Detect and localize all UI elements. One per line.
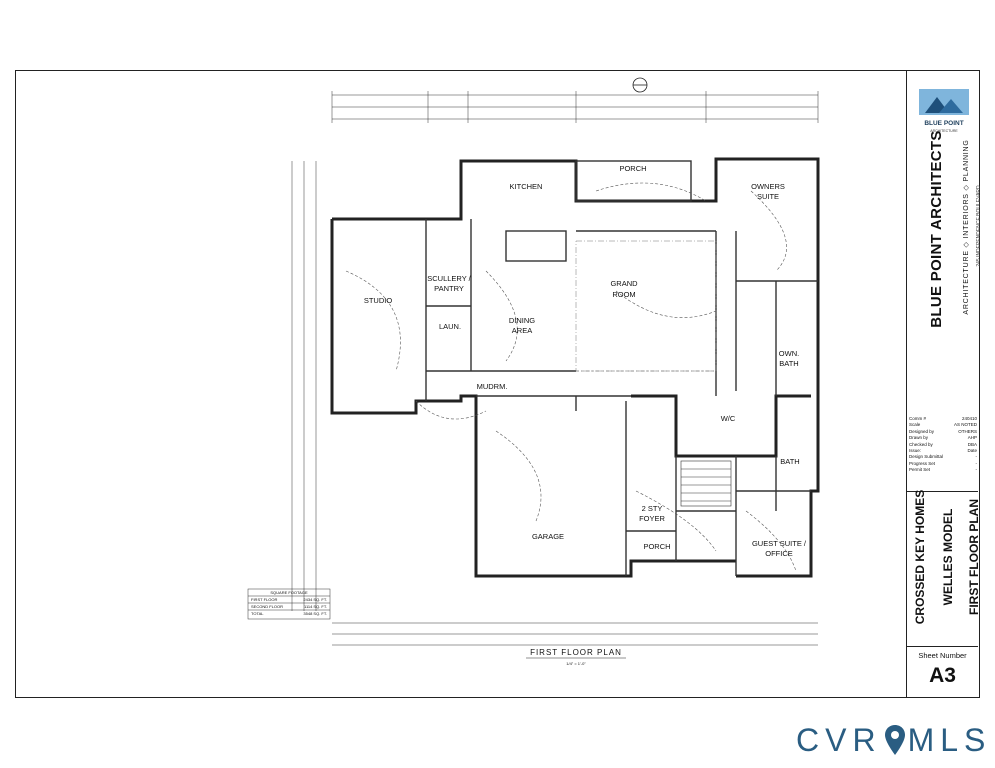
square-footage-table [247, 588, 331, 620]
sheet-number-box: Sheet Number A3 [907, 646, 978, 698]
room-label-dining-1: DINING [509, 316, 535, 325]
room-label-guest-1: GUEST SUITE / [752, 539, 807, 548]
blue-point-logo-icon: BLUE POINT ARCHITECTURE [919, 89, 969, 133]
drawing-title: FIRST FLOOR PLAN [530, 648, 622, 657]
sheet-number-label: Sheet Number [918, 651, 967, 660]
info-row: Progress Set- [909, 460, 977, 466]
room-label-grand-1: GRAND [610, 279, 638, 288]
watermark-text-right: MLS [907, 722, 992, 758]
sheet-number: A3 [929, 664, 956, 687]
room-label-foyer-2: FOYER [639, 514, 665, 523]
room-label-porch-rear: PORCH [619, 164, 646, 173]
room-label-wic: W/C [721, 414, 736, 423]
room-label-studio: STUDIO [364, 296, 393, 305]
sqft-row-value: 1114 SQ. FT. [304, 604, 327, 609]
room-label-own-bath-2: BATH [779, 359, 798, 368]
room-label-own-bath-1: OWN. [779, 349, 799, 358]
cvrmls-watermark: CVR MLS [796, 720, 995, 760]
sqft-row-label: TOTAL [251, 611, 264, 616]
firm-tagline: ARCHITECTURE ◇ INTERIORS ◇ PLANNING [963, 139, 970, 315]
project-model: WELLES MODEL [941, 508, 955, 606]
section-marker-icon [632, 77, 648, 93]
sqft-row-label: SECOND FLOOR [251, 604, 283, 609]
svg-text:ARCHITECTURE: ARCHITECTURE [930, 129, 958, 133]
info-row: Comm #240410 [909, 416, 977, 421]
firm-name: BLUE POINT ARCHITECTS [928, 130, 945, 328]
info-row: Issue:Date [909, 448, 977, 454]
room-label-owners-2: SUITE [757, 192, 779, 201]
floor-plan-drawing: PORCH KITCHEN OWNERS SUITE STUDIO SCULLE… [247, 77, 820, 666]
project-sheet-title: FIRST FLOOR PLAN [967, 499, 981, 615]
room-label-guest-2: OFFICE [765, 549, 793, 558]
room-label-foyer-1: 2 STY [642, 504, 663, 513]
room-label-scullery-1: SCULLERY / [427, 274, 471, 283]
room-label-garage: GARAGE [532, 532, 564, 541]
sqft-row-value: 2434 SQ. FT. [303, 597, 327, 602]
sqft-row-value: 3548 SQ. FT. [303, 611, 327, 616]
watermark-text-left: CVR [796, 722, 882, 758]
map-pin-icon [884, 725, 905, 755]
exterior-walls [330, 157, 820, 578]
svg-text:BLUE POINT: BLUE POINT [924, 120, 963, 127]
sqft-heading: SQUARE FOOTAGE [270, 590, 308, 595]
room-labels: PORCH KITCHEN OWNERS SUITE STUDIO SCULLE… [364, 164, 807, 558]
room-label-scullery-2: PANTRY [434, 284, 464, 293]
project-name: CROSSED KEY HOMES [913, 489, 927, 625]
drawing-sheet: PORCH KITCHEN OWNERS SUITE STUDIO SCULLE… [15, 70, 982, 698]
room-label-mudrm: MUDRM. [477, 382, 508, 391]
interior-walls [425, 160, 818, 576]
room-label-bath: BATH [780, 457, 799, 466]
room-label-owners-1: OWNERS [751, 182, 785, 191]
room-label-grand-2: ROOM [612, 290, 635, 299]
room-label-kitchen: KITCHEN [510, 182, 543, 191]
stairs [680, 460, 732, 507]
room-label-laun: LAUN. [439, 322, 461, 331]
firm-address: 245 INDEPENDENCE BOULEVARD [976, 185, 982, 267]
room-label-dining-2: AREA [512, 326, 532, 335]
info-row: Permit Set- [909, 467, 977, 473]
drawing-scale: 1/4" = 1'-0" [566, 661, 586, 666]
title-block: BLUE POINT ARCHITECTURE BLUE POINT ARCHI… [906, 71, 982, 698]
project-title-area: CROSSED KEY HOMES WELLES MODEL FIRST FLO… [907, 490, 981, 647]
room-label-porch-front: PORCH [643, 542, 670, 551]
info-row: Design Submittal- [909, 454, 977, 460]
sqft-row-label: FIRST FLOOR [251, 597, 277, 602]
